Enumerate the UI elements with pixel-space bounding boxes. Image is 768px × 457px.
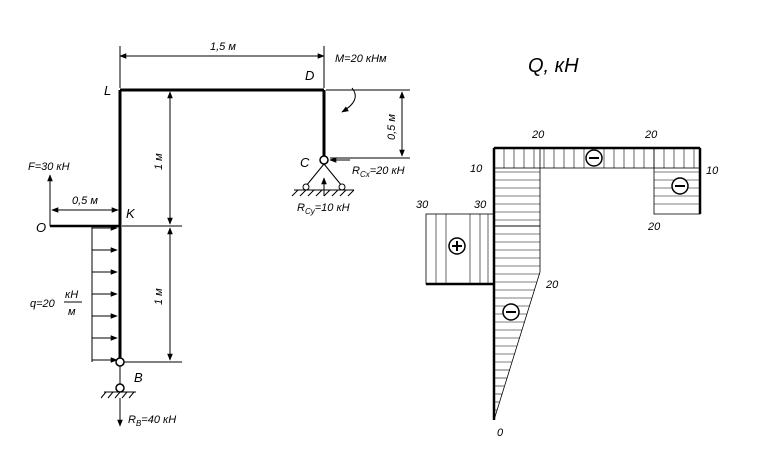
support-c <box>305 163 343 187</box>
q-region-kb <box>493 225 541 421</box>
q-val-top-left: 20 <box>531 129 545 141</box>
q-val-right-10: 10 <box>706 165 719 177</box>
q-val-left-30b: 30 <box>474 199 487 211</box>
q-region-lk <box>493 147 541 227</box>
dim-05m-left-label: 0,5 м <box>72 195 98 207</box>
reaction-cy-label: RCy=10 кН <box>297 202 350 216</box>
hinge-c <box>319 155 329 165</box>
point-d: D <box>305 68 314 83</box>
sign-minus-top <box>585 149 603 167</box>
point-b: B <box>134 370 143 385</box>
reaction-cx-label: RCx=20 кН <box>352 165 405 179</box>
q-val-top-right: 20 <box>644 129 658 141</box>
point-l: L <box>104 83 111 98</box>
sign-plus-left <box>448 237 466 255</box>
q-val-left-30a: 30 <box>416 199 429 211</box>
point-o: O <box>36 220 46 235</box>
sign-minus-right <box>671 177 689 195</box>
q-val-left-10: 10 <box>470 163 483 175</box>
distributed-load <box>91 225 118 363</box>
moment-label: M=20 кНм <box>335 53 387 65</box>
moment-arc <box>341 87 356 113</box>
dim-05m-right-label: 0,5 м <box>386 114 398 140</box>
point-k: K <box>126 206 136 221</box>
point-c: C <box>300 155 310 170</box>
hinge-b-top <box>115 357 125 367</box>
reaction-b-label: RB=40 кН <box>128 414 176 428</box>
diagram-title: Q, кН <box>528 55 579 77</box>
q-region-ok-hatch <box>435 214 489 284</box>
q-val-bottom-0: 0 <box>497 427 504 439</box>
q-val-right-20: 20 <box>647 221 661 233</box>
sign-minus-bottom <box>502 303 520 321</box>
q-val-mid-20: 20 <box>545 279 559 291</box>
dim-1m-top-label: 1 м <box>153 153 165 170</box>
force-f-label: F=30 кН <box>28 161 70 173</box>
frame-scheme: 1,5 м M=20 кНм L D C K O B 1 м 1 м 0,5 м <box>28 41 410 428</box>
load-q-label: q=20 <box>30 298 56 310</box>
dim-1m-bottom-label: 1 м <box>153 288 165 305</box>
hinge-b-bottom <box>115 383 125 393</box>
dim-span-label: 1,5 м <box>210 41 236 53</box>
load-q-unit-num: кН <box>65 289 78 301</box>
load-q-unit-den: м <box>68 306 76 318</box>
q-region-left-hatch <box>494 171 540 411</box>
shear-diagram: Q, кН <box>416 55 719 439</box>
